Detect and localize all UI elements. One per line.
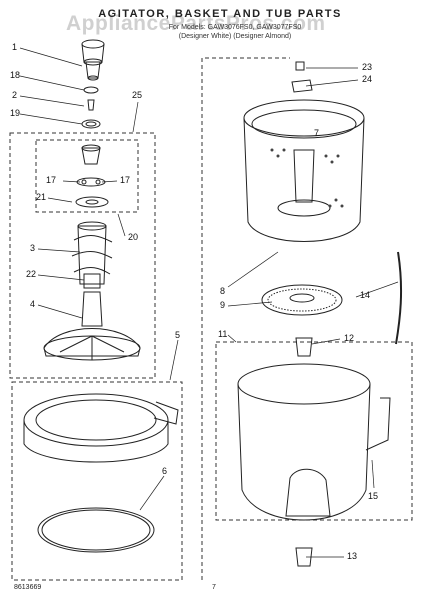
part-2-bolt: [87, 99, 95, 111]
callout-25: 25: [132, 90, 143, 100]
callout-20: 20: [128, 232, 139, 242]
callout-2: 2: [12, 90, 18, 100]
callout-17-left: 17: [46, 175, 57, 185]
page-title: AGITATOR, BASKET AND TUB PARTS: [98, 8, 342, 20]
callout-19: 19: [10, 108, 21, 118]
callout-17-right: 17: [120, 175, 131, 185]
part-agitator-base: [43, 291, 141, 361]
callout-3: 3: [30, 243, 36, 253]
group-box-agitator: [9, 132, 156, 379]
callout-21: 21: [36, 192, 47, 202]
connector-line: [201, 57, 290, 580]
callout-15: 15: [368, 491, 379, 501]
callout-9: 9: [220, 300, 226, 310]
callout-8: 8: [220, 286, 226, 296]
page-number: 7: [212, 584, 216, 591]
part-24-bracket: [291, 79, 313, 93]
part-cam-kit: [75, 144, 109, 208]
callout-18: 18: [10, 70, 21, 80]
callout-7: 7: [314, 128, 320, 138]
part-22-coupler: [83, 273, 101, 289]
part-19-washer: [81, 119, 101, 129]
part-outer-tub: [237, 363, 391, 521]
callout-23: 23: [362, 62, 373, 72]
callout-22: 22: [26, 269, 37, 279]
leader-lines: [19, 47, 399, 558]
callout-4: 4: [30, 299, 36, 309]
part-balance-ring: [23, 393, 179, 463]
model-line: For Models: GAW3076FS0, GAW3077FS0: [168, 24, 302, 31]
dashed-group-boxes: [9, 57, 413, 581]
callout-12: 12: [344, 333, 355, 343]
part-14-hose: [395, 251, 403, 345]
callout-6: 6: [162, 466, 168, 476]
part-18-ring: [83, 86, 99, 94]
part-13-nut: [295, 547, 313, 567]
part-wash-basket: [243, 99, 365, 242]
part-ring-6: [37, 507, 155, 553]
callout-11: 11: [218, 329, 228, 339]
footer-code: 8613669: [14, 584, 42, 591]
group-box-outer-tub: [215, 341, 413, 521]
callout-13: 13: [347, 551, 358, 561]
part-9-hub: [261, 284, 343, 316]
callout-1: 1: [12, 42, 18, 52]
color-line: (Designer White) (Designer Almond): [178, 33, 292, 40]
callout-5: 5: [175, 330, 181, 340]
part-auger: [71, 221, 113, 285]
part-23-clip: [295, 61, 305, 71]
group-box-cam-kit: [35, 139, 139, 213]
callout-14: 14: [360, 290, 371, 300]
group-box-ring: [11, 381, 183, 581]
part-agitator-cap: [81, 39, 105, 81]
part-12-nut: [295, 337, 313, 357]
watermark: AppliancePartsPros.com: [66, 12, 326, 35]
callout-24: 24: [362, 74, 373, 84]
